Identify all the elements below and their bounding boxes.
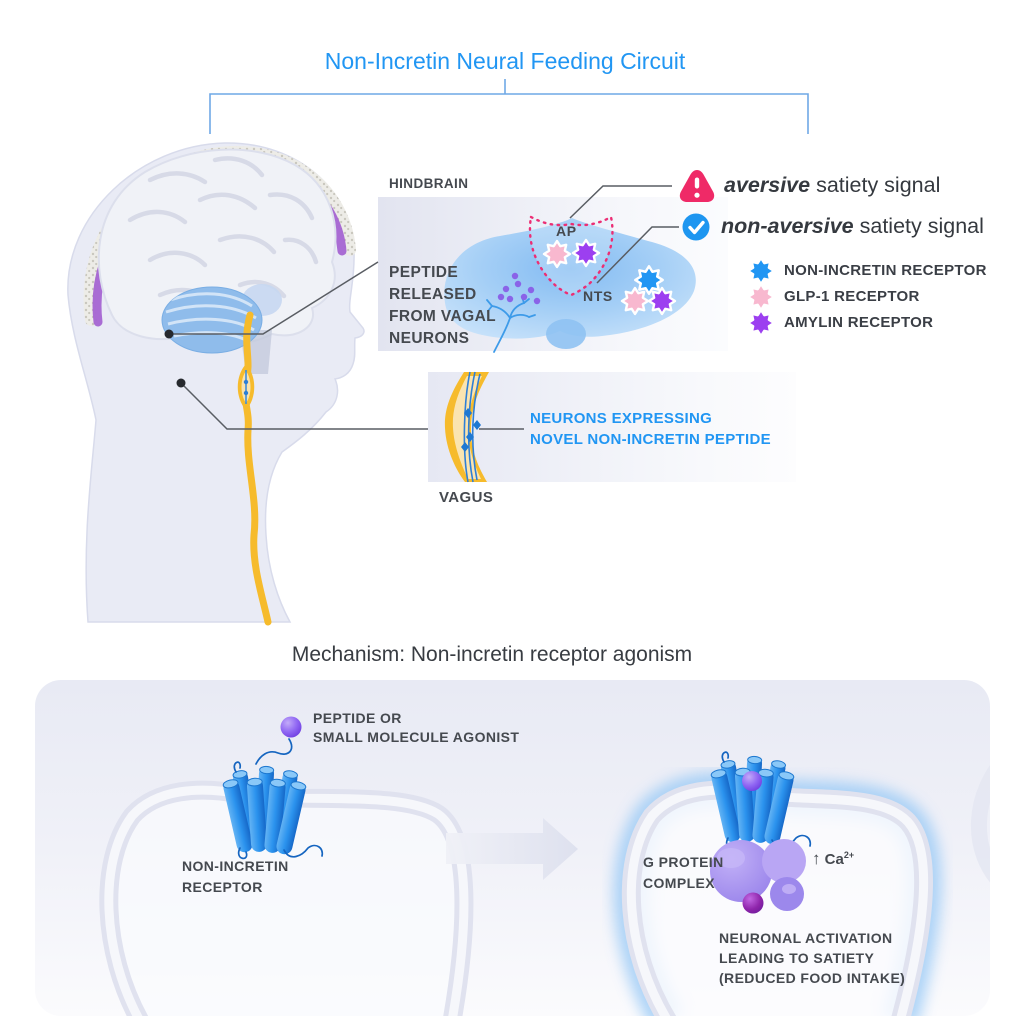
hindbrain-label: HINDBRAIN	[389, 176, 469, 191]
glp1-receptor-icon	[542, 239, 572, 269]
non-aversive-signal-label: non-aversive satiety signal	[721, 214, 984, 238]
agonist-sphere	[280, 716, 302, 738]
bound-agonist-sphere	[742, 771, 762, 791]
glp1-receptor-icon	[746, 282, 776, 312]
gdp-sphere	[742, 892, 764, 914]
vagus-panel	[428, 372, 796, 482]
connector-lines	[169, 185, 679, 430]
connector-dot-brainstem	[164, 329, 174, 339]
mechanism-title: Mechanism: Non-incretin receptor agonism	[291, 643, 693, 666]
non-incretin-receptor-icon	[634, 265, 664, 295]
glp1-receptor-icon	[620, 286, 650, 316]
agonist-label: PEPTIDE OR SMALL MOLECULE AGONIST	[313, 710, 520, 745]
neuron-membrane-left	[99, 780, 474, 1016]
vagus-nerve	[237, 311, 272, 626]
aversive-signal-label: aversive satiety signal	[724, 173, 941, 197]
amylin-receptor-icon	[746, 308, 776, 338]
receptor-label: NON-INCRETIN RECEPTOR	[182, 858, 289, 895]
figure-title: Non-Incretin Neural Feeding Circuit	[324, 48, 686, 74]
g-protein-complex-graphic	[710, 839, 806, 914]
check-circle-icon	[682, 213, 710, 241]
legend-non-incretin-receptor: NON-INCRETIN RECEPTOR	[784, 262, 987, 279]
legend-amylin-receptor: AMYLIN RECEPTOR	[784, 314, 934, 331]
outcome-label: NEURONAL ACTIVATION LEADING TO SATIETY (…	[719, 930, 906, 986]
warning-triangle-icon	[679, 170, 715, 202]
hindbrain-section	[444, 215, 696, 353]
vagus-annotation: NEURONS EXPRESSING NOVEL NON-INCRETIN PE…	[530, 410, 771, 448]
title-bracket	[209, 79, 809, 134]
vagal-terminal-sketch	[486, 272, 541, 353]
head-silhouette	[67, 142, 365, 626]
peptide-released-label: PEPTIDE RELEASED FROM VAGAL NEURONS	[389, 264, 497, 347]
amylin-receptor-icon	[647, 286, 677, 316]
ap-label: AP	[556, 223, 577, 239]
neuron-membrane-edge	[970, 750, 990, 892]
legend-glp1-receptor: GLP-1 RECEPTOR	[784, 288, 920, 305]
transition-arrow	[446, 818, 578, 880]
up-arrow-icon: ↑	[812, 849, 821, 868]
non-incretin-receptor-icon	[746, 256, 776, 286]
connector-dot-vagus	[176, 378, 186, 388]
vagus-nerve-cross-section	[444, 371, 489, 483]
ap-region	[528, 215, 614, 297]
nts-label: NTS	[583, 288, 613, 304]
vagus-label: VAGUS	[439, 489, 494, 506]
calcium-label: ↑ Ca2+	[812, 849, 855, 868]
g-protein-label: G PROTEIN COMPLEX	[643, 854, 724, 891]
amylin-receptor-icon	[571, 238, 601, 268]
